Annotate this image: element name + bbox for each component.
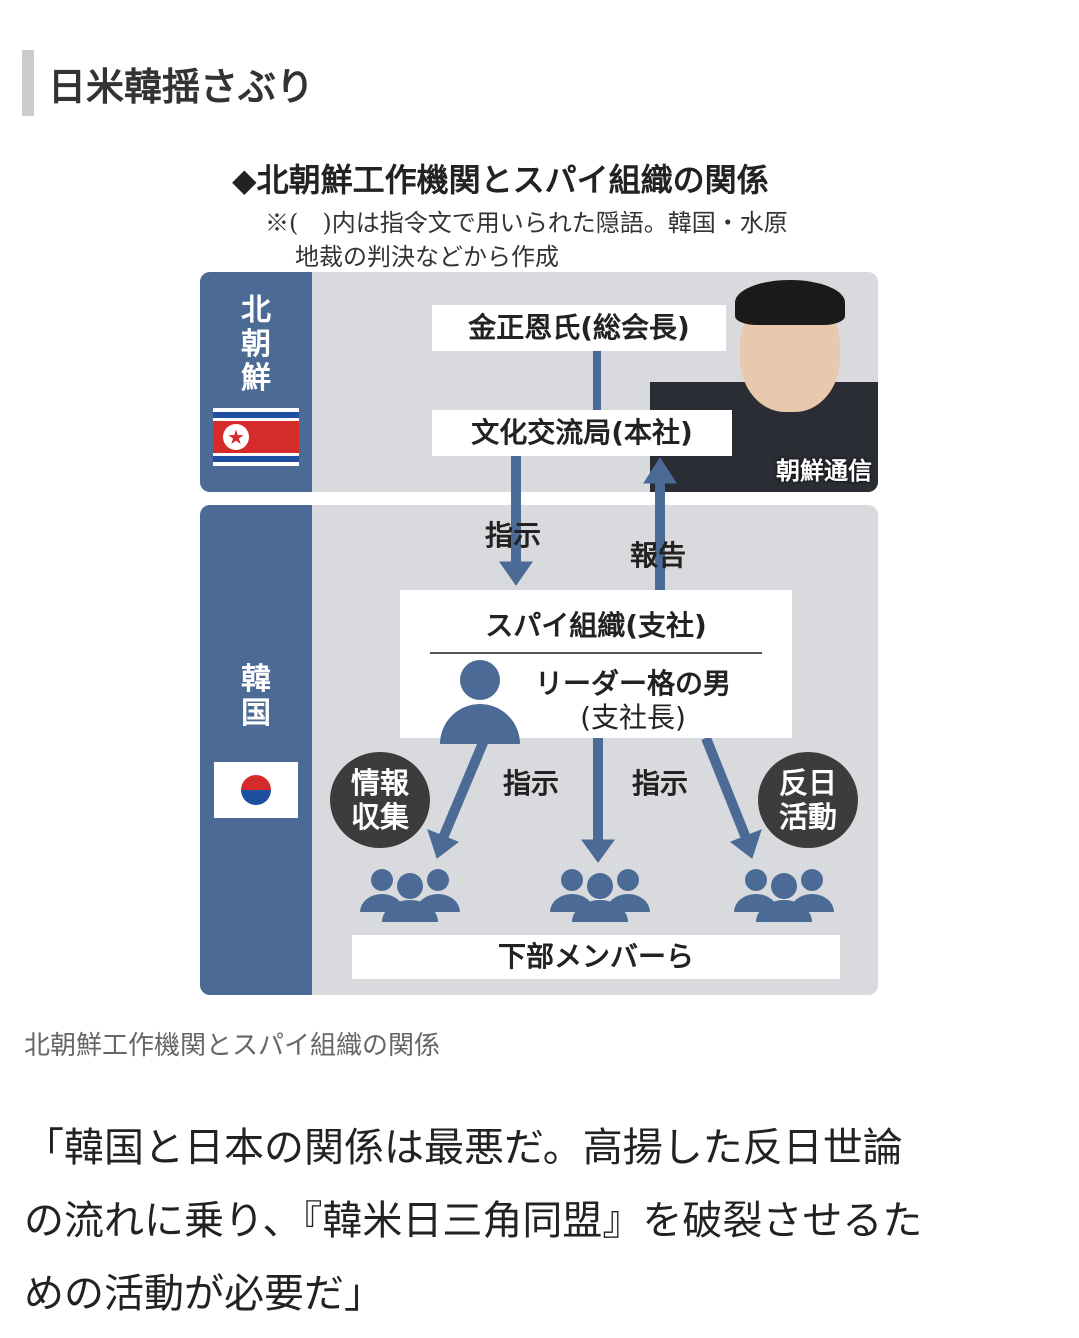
figure-caption: 北朝鮮工作機関とスパイ組織の関係 bbox=[24, 1031, 441, 1061]
anti-japan-bubble: 反日活動 bbox=[758, 752, 858, 848]
intel-arrow bbox=[438, 736, 490, 840]
group-icon bbox=[734, 866, 834, 922]
body-text: の流れに乗り、『韓米日三角同盟』を破裂させるた bbox=[24, 1198, 923, 1244]
body-text: めの活動が必要だ」 bbox=[24, 1271, 384, 1317]
anti-arrow bbox=[701, 736, 751, 840]
spy-org-box: スパイ組織(支社) リーダー格の男 (支社長) bbox=[400, 590, 792, 744]
diagram-note: ※( )内は指令文で用いられた隠語。韓国・水原 bbox=[265, 209, 788, 237]
group-icon bbox=[360, 866, 460, 922]
south-korea-flag-icon bbox=[214, 762, 298, 818]
order-label: 指示 bbox=[485, 519, 542, 552]
intel-bubble: 情報収集 bbox=[330, 752, 430, 848]
section-heading: 日米韓揺さぶり bbox=[48, 65, 315, 109]
south-side: 韓国 bbox=[200, 505, 312, 995]
report-label: 報告 bbox=[630, 539, 687, 572]
anti-arrowhead bbox=[729, 829, 762, 859]
heading-bar bbox=[22, 50, 34, 116]
order-arrowhead bbox=[499, 561, 533, 586]
members-box: 下部メンバーら bbox=[352, 935, 840, 979]
leader-name: リーダー格の男 bbox=[534, 667, 731, 700]
north-korea-flag-icon: ★ bbox=[213, 408, 299, 466]
leader-role: (支社長) bbox=[580, 701, 686, 734]
group-icon bbox=[550, 866, 650, 922]
person-icon bbox=[440, 660, 520, 744]
leader-photo: 朝鮮通信 bbox=[650, 272, 878, 492]
bureau-box: 文化交流局(本社) bbox=[432, 410, 732, 456]
order-arrowhead-center bbox=[581, 839, 615, 863]
order-label: 指示 bbox=[632, 767, 689, 800]
diagram-title: ◆北朝鮮工作機関とスパイ組織の関係 bbox=[232, 161, 769, 199]
body-text: 「韓国と日本の関係は最悪だ。高揚した反日世論 bbox=[24, 1125, 903, 1171]
intel-arrowhead bbox=[427, 829, 460, 859]
report-arrowhead bbox=[643, 457, 677, 484]
order-label: 指示 bbox=[503, 767, 560, 800]
diagram-note: 地裁の判決などから作成 bbox=[295, 243, 559, 271]
leader-box: 金正恩氏(総会長) bbox=[432, 305, 726, 351]
spy-org-title: スパイ組織(支社) bbox=[485, 609, 707, 642]
